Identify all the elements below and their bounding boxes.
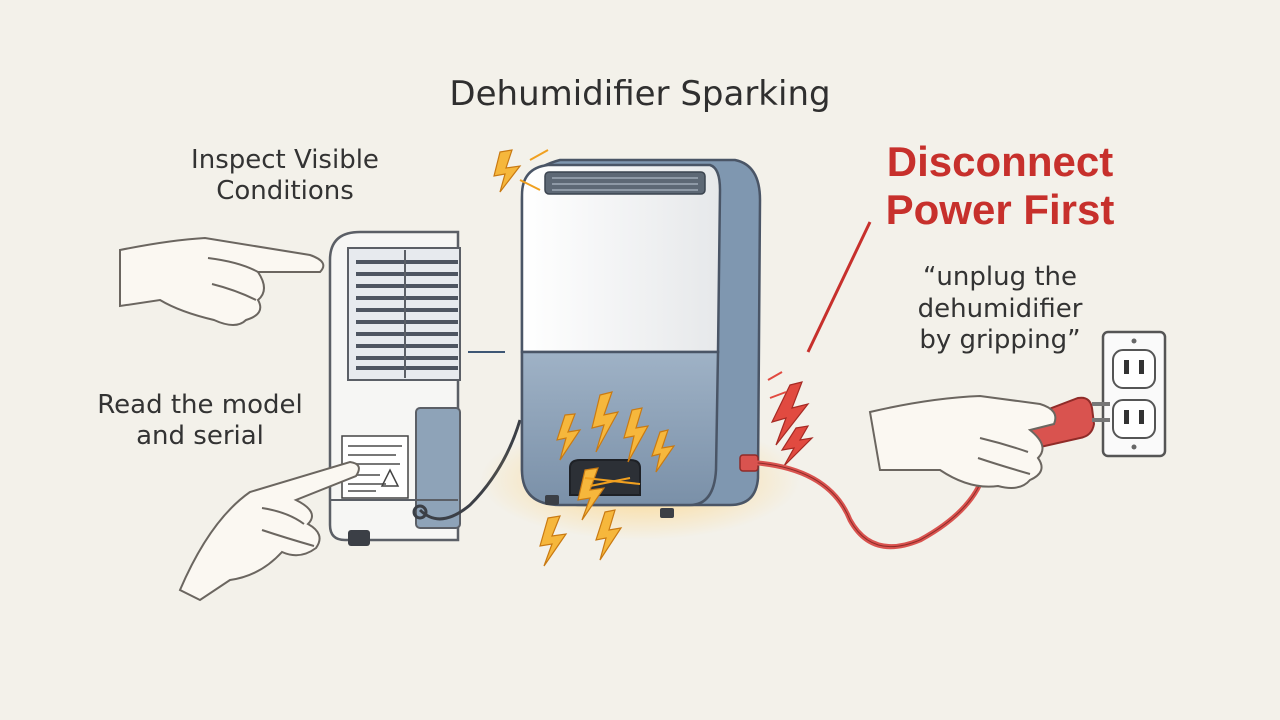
dehumidifier-front-icon xyxy=(480,158,800,540)
read-model-serial-label: Read the model and serial xyxy=(97,390,303,452)
pointing-hand-icon xyxy=(178,460,360,602)
spark-icon xyxy=(493,149,676,567)
dehumidifier-rear-icon xyxy=(328,230,461,546)
wall-outlet-icon xyxy=(1101,330,1167,458)
spark-icon xyxy=(770,381,814,467)
plug-hand-icon xyxy=(868,394,1110,489)
power-cord-icon xyxy=(739,435,1033,550)
unplug-instruction-quote: “unplug the dehumidifier by gripping” xyxy=(917,262,1083,356)
diagram-title: Dehumidifier Sparking xyxy=(449,74,831,114)
inspect-conditions-label: Inspect Visible Conditions xyxy=(191,145,379,207)
pointing-hand-icon xyxy=(119,236,325,326)
disconnect-power-warning: Disconnect Power First xyxy=(885,138,1115,234)
